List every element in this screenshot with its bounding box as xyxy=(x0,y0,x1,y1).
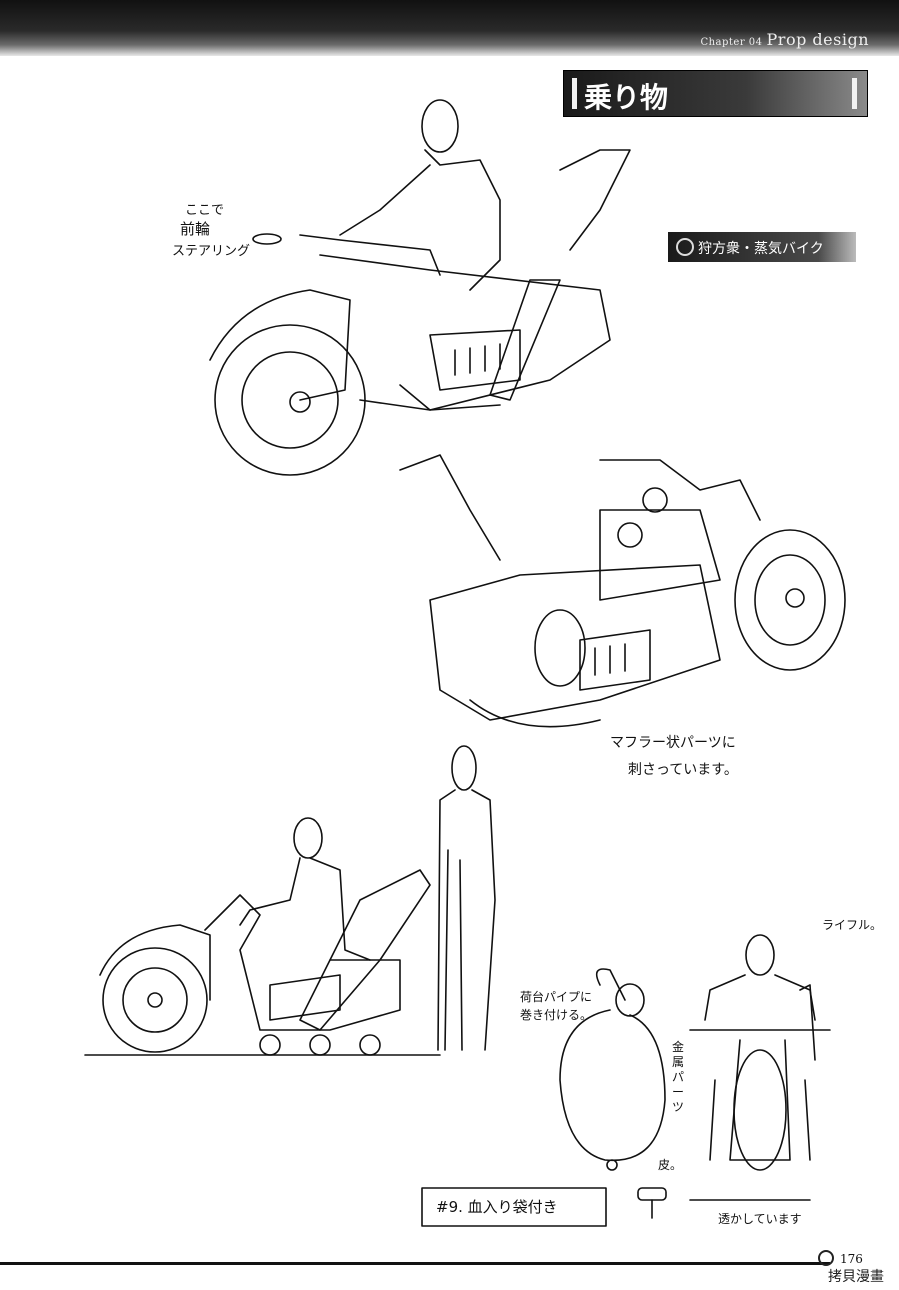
note-blood-bag: #9. 血入り袋付き xyxy=(436,1198,558,1216)
page-number: 176 xyxy=(840,1252,863,1266)
note-front-wheel-1: ここで xyxy=(185,203,225,218)
bike-sketch-2 xyxy=(399,454,846,728)
bike-sketch-3 xyxy=(84,745,496,1056)
note-front-wheel-2: 前輪 xyxy=(180,220,211,238)
note-transparent: 透かしています xyxy=(718,1212,802,1226)
note-front-wheel-3: ステアリング xyxy=(172,244,251,259)
rear-view-sketch xyxy=(689,934,831,1201)
footer-rule xyxy=(0,1262,830,1265)
gear-icon xyxy=(676,238,694,256)
note-muffler-1: マフラー状パーツに xyxy=(610,735,736,751)
note-muffler-2: 刺さっています。 xyxy=(628,762,738,778)
page-mark-icon xyxy=(818,1250,834,1266)
banner-bar-right xyxy=(852,78,857,109)
watermark: 拷貝漫畫 xyxy=(828,1269,884,1285)
note-leather: 皮。 xyxy=(658,1158,683,1172)
chapter-label: Chapter 04 xyxy=(700,37,763,48)
chapter-title: Prop design xyxy=(766,30,869,49)
section-banner: 乗り物 xyxy=(563,70,868,117)
note-rifle: ライフル。 xyxy=(822,918,883,932)
bike-sketch-1 xyxy=(209,99,631,476)
tag-label: 狩方衆・蒸気バイク xyxy=(698,241,824,257)
note-metal-parts: 金属パーツ xyxy=(672,1040,685,1114)
section-title: 乗り物 xyxy=(584,81,669,114)
banner-bar-left xyxy=(572,78,577,109)
tag-banner: 狩方衆・蒸気バイク xyxy=(668,232,856,262)
note-carrier-1: 荷台パイプに xyxy=(520,990,593,1004)
blood-bag-sketch xyxy=(421,968,667,1227)
note-carrier-2: 巻き付ける。 xyxy=(520,1008,593,1022)
